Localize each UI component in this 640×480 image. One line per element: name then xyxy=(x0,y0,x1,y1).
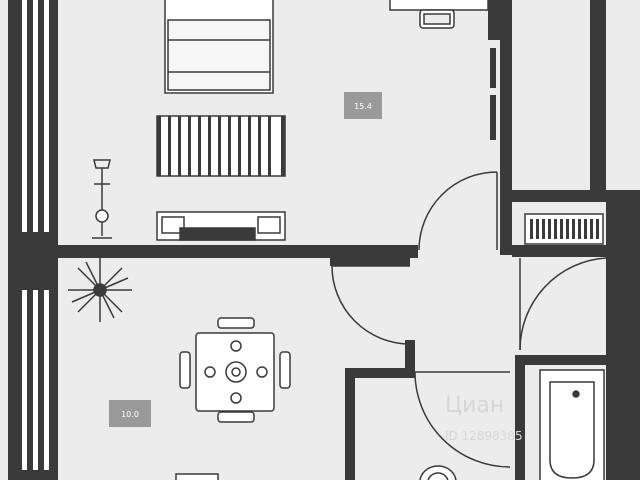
living-door-icon xyxy=(331,265,411,345)
watermark-id: ID 12898385 xyxy=(445,429,523,443)
toilet-icon xyxy=(419,465,457,480)
desk-icon xyxy=(389,0,489,29)
left-wall xyxy=(8,0,58,480)
right-walls xyxy=(488,0,640,480)
bathroom-door-icon xyxy=(414,371,511,468)
bathtub-icon xyxy=(539,369,605,480)
room-area-label: 15.4 xyxy=(354,102,372,111)
tv-stand-icon xyxy=(156,211,286,241)
bathroom-walls xyxy=(345,340,615,480)
watermark-brand: Циан xyxy=(445,393,504,418)
dining-table-icon xyxy=(179,317,291,423)
interior-wall-horizontal xyxy=(58,245,418,266)
floor-lamp-icon xyxy=(92,159,112,239)
bottom-furniture-icon xyxy=(175,473,219,480)
bedroom-door-icon xyxy=(418,171,498,251)
rug-icon xyxy=(156,115,286,177)
room-area-living: 10.0 xyxy=(109,400,151,427)
storage-door-icon xyxy=(519,257,607,351)
room-area-label: 10.0 xyxy=(121,410,139,419)
watermark: Циан ID 12898385 xyxy=(445,393,523,443)
plant-icon xyxy=(68,258,132,322)
radiator-icon xyxy=(524,213,604,245)
room-area-bedroom: 15.4 xyxy=(344,92,382,119)
bed-icon xyxy=(164,0,274,94)
